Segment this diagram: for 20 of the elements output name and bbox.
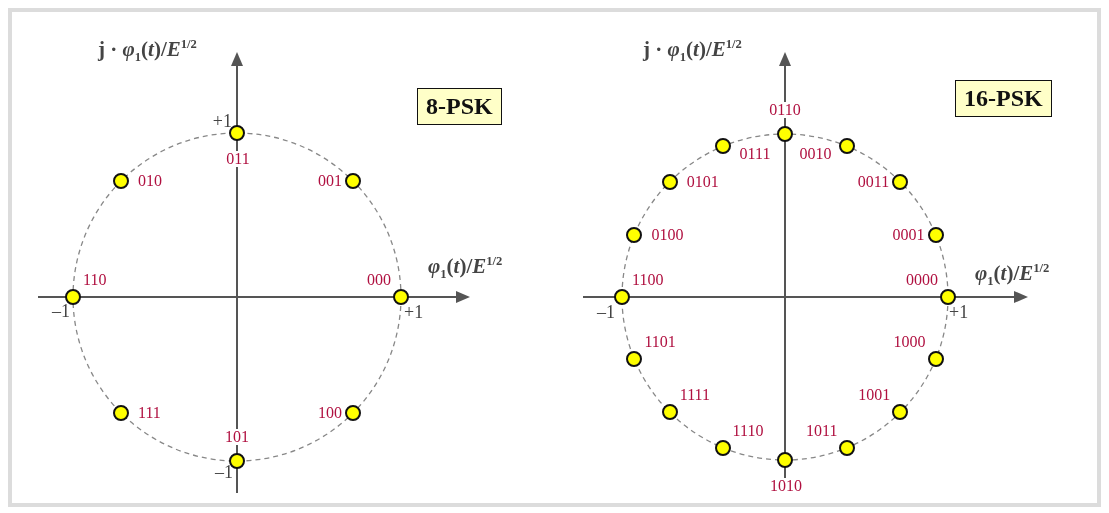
- bit-label: 000: [366, 272, 392, 288]
- bit-label: 110: [82, 272, 108, 288]
- bit-label: 0000: [905, 272, 939, 288]
- constellation-title-box: 16-PSK: [955, 80, 1052, 117]
- bit-label: 0110: [768, 102, 802, 118]
- axis-label: φ$_{1}$(t)/E$^{1/2}$: [975, 262, 1050, 288]
- axis-label: j · φ$_{1}$(t)/E$^{1/2}$: [98, 38, 197, 64]
- axis-label: φ$_{1}$(t)/E$^{1/2}$: [428, 255, 503, 281]
- tick-label: –1: [597, 303, 615, 321]
- bit-label: 1100: [631, 272, 665, 288]
- bit-label: 101: [224, 429, 250, 445]
- tick-label: +1: [404, 303, 424, 321]
- bit-label: 011: [225, 151, 251, 167]
- tick-label: +1: [949, 303, 969, 321]
- axis-label: j · φ$_{1}$(t)/E$^{1/2}$: [643, 38, 742, 64]
- constellation-title-box: 8-PSK: [417, 88, 502, 125]
- tick-label: +1: [212, 112, 232, 130]
- bit-label: 1010: [769, 478, 803, 494]
- tick-label: –1: [215, 463, 233, 481]
- tick-label: –1: [52, 302, 70, 320]
